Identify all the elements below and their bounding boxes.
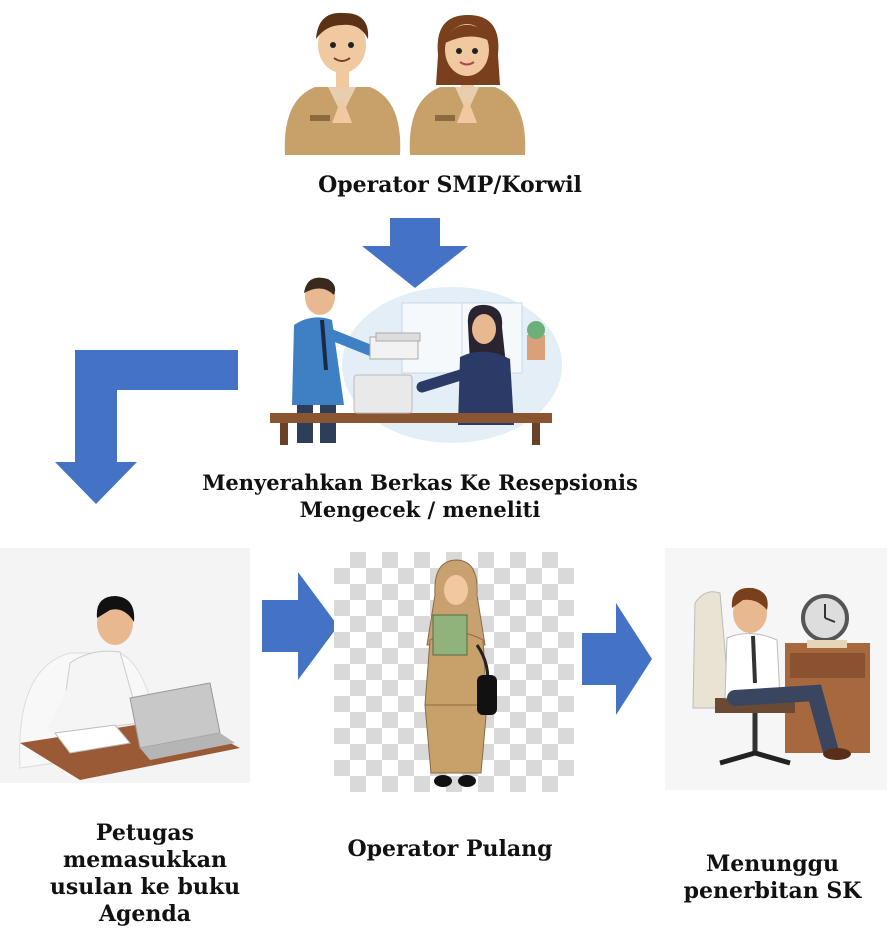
down-arrow: [362, 218, 468, 288]
civil-servants-greeting-illustration: [284, 12, 526, 155]
man-waiting-in-chair-illustration: [665, 548, 887, 790]
operator-pulang-label: Operator Pulang: [347, 836, 553, 862]
elbow-arrow: [55, 350, 238, 504]
petugas-label-3: usulan ke buku: [49, 874, 241, 900]
handing-documents-to-receptionist-illustration: [270, 277, 562, 445]
right-arrow: [262, 572, 338, 680]
petugas-label-2: memasukkan: [63, 847, 227, 873]
petugas-label-1: Petugas: [95, 820, 195, 846]
petugas-label-4: Agenda: [98, 901, 192, 927]
operator-smp-label: Operator SMP/Korwil: [318, 172, 582, 198]
resepsionis-label-1: Menyerahkan Berkas Ke Resepsionis: [202, 470, 638, 495]
civil-servant-woman-leaving-illustration: [424, 559, 497, 787]
menunggu-label-1: Menunggu: [705, 851, 840, 877]
resepsionis-label-2: Mengecek / meneliti: [299, 497, 541, 522]
officer-writing-at-desk-illustration: [0, 548, 250, 783]
right-arrow: [582, 603, 652, 715]
menunggu-label-2: penerbitan SK: [683, 878, 862, 904]
